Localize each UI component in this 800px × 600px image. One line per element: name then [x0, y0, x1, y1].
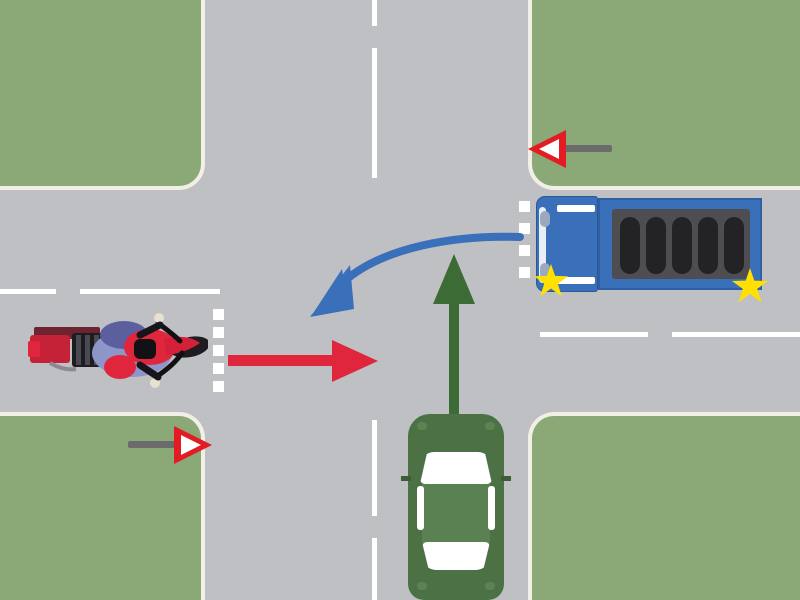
moto-rider-helmet [134, 339, 156, 359]
center-line-dash-west-2 [80, 289, 220, 294]
cargo-log-2 [646, 217, 666, 274]
red-motorcycle [28, 313, 208, 388]
center-line-dash-south-1 [372, 420, 377, 516]
car-taillight-right [485, 582, 495, 590]
yield-sign-northeast [520, 128, 616, 175]
car-path-arrow [433, 254, 475, 414]
truck-mirror-bottom [540, 263, 550, 279]
moto-rider-arm-upper [136, 321, 164, 339]
give-way-dash-west-5 [213, 381, 224, 392]
moto-front-fairing [164, 336, 200, 355]
give-way-dash-west-3 [213, 345, 224, 356]
yield-post-southwest [128, 441, 176, 448]
moto-engine-fin-2 [85, 335, 90, 365]
car-taillight-left [417, 582, 427, 590]
truck-cab-stripe-top [557, 205, 595, 212]
yield-triangle-southwest-face [181, 435, 201, 455]
car-mirror-left [401, 476, 411, 481]
center-line-dash-east-2 [672, 332, 800, 337]
blue-truck [534, 196, 768, 303]
cargo-log-3 [672, 217, 692, 274]
truck-path-arrow [310, 232, 524, 317]
center-line-dash-south-2 [372, 538, 377, 600]
yield-post-northeast [564, 145, 612, 152]
give-way-dash-east-2 [519, 223, 530, 234]
give-way-dash-east-3 [519, 245, 530, 256]
moto-rear-box [30, 335, 70, 363]
truck-cab [536, 196, 598, 292]
truck-mirror-top [540, 211, 550, 227]
moto-rider-knee [104, 355, 136, 379]
car-rear-window [422, 542, 490, 570]
moto-mirror-bottom [150, 378, 160, 388]
motorcycle-path-arrow [228, 340, 378, 382]
moto-rear-light [28, 341, 40, 357]
cargo-log-1 [620, 217, 640, 274]
yield-sign-southwest [124, 424, 220, 471]
moto-mirror-top [154, 313, 164, 323]
center-line-dash-west-1 [0, 289, 56, 294]
truck-windshield [539, 207, 546, 283]
truck-cargo-bed [612, 209, 750, 279]
moto-exhaust [49, 361, 77, 372]
give-way-dash-east-1 [519, 201, 530, 212]
truck-trailer [598, 198, 762, 290]
car-roof [422, 480, 490, 546]
car-side-window-left [417, 486, 424, 530]
grass-area-southeast [528, 412, 800, 600]
give-way-dash-west-1 [213, 309, 224, 320]
give-way-dash-west-4 [213, 363, 224, 374]
car-side-window-right [488, 486, 495, 530]
moto-engine-fin-1 [76, 335, 81, 365]
green-car [401, 414, 511, 600]
car-mirror-right [501, 476, 511, 481]
center-line-dash-north-2 [372, 48, 377, 178]
car-headlight-left [417, 422, 427, 430]
grass-area-northwest [0, 0, 205, 190]
cargo-log-5 [724, 217, 744, 274]
center-line-dash-east-1 [540, 332, 648, 337]
grass-area-northeast [528, 0, 800, 190]
give-way-dash-east-4 [519, 267, 530, 278]
car-windshield [420, 452, 492, 484]
car-headlight-right [485, 422, 495, 430]
center-line-dash-north-1 [372, 0, 377, 26]
cargo-log-4 [698, 217, 718, 274]
yield-triangle-northeast-face [539, 139, 559, 159]
moto-rider-arm-lower [136, 361, 162, 381]
give-way-dash-west-2 [213, 327, 224, 338]
truck-cab-stripe-bottom [557, 277, 595, 284]
